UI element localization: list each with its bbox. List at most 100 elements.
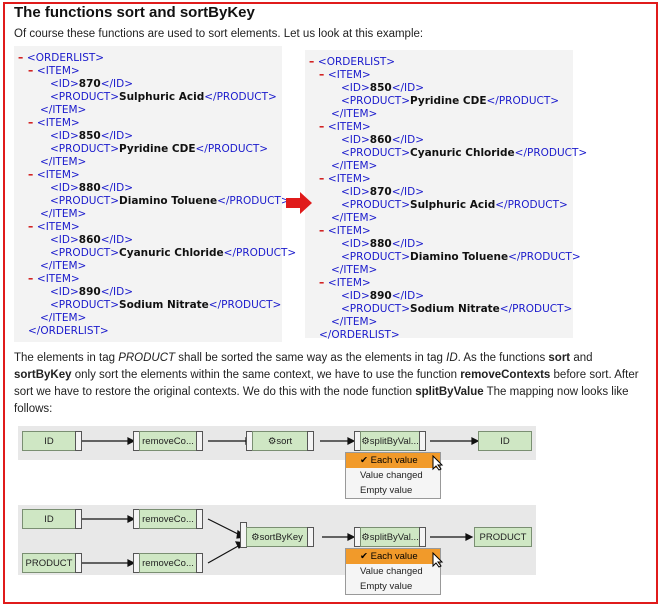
collapse-toggle[interactable]: – — [319, 277, 328, 289]
menu-item-empty-value[interactable]: Empty value — [360, 485, 413, 496]
sort-by-key-label: sortByKey — [259, 531, 303, 543]
xml-line: </ITEM> — [40, 312, 87, 324]
xml-line: </ITEM> — [40, 104, 87, 116]
xml-line: – <ITEM> — [319, 277, 371, 289]
xml-line: </ITEM> — [40, 208, 87, 220]
collapse-toggle[interactable]: – — [28, 65, 37, 77]
port[interactable] — [75, 553, 82, 573]
collapse-toggle[interactable]: – — [309, 56, 318, 68]
source-node-id[interactable]: ID — [22, 509, 76, 529]
xml-line: <ID>870</ID> — [341, 186, 425, 198]
xml-line: <ID>860</ID> — [341, 134, 425, 146]
collapse-toggle[interactable]: – — [28, 273, 37, 285]
source-node-product[interactable]: PRODUCT — [22, 553, 76, 573]
xml-line: – <ITEM> — [28, 117, 80, 129]
collapse-toggle[interactable]: – — [28, 117, 37, 129]
menu-item-each-value[interactable]: ✔ Each value — [346, 549, 440, 564]
split-by-value-node[interactable]: ⚙splitByVal... — [360, 431, 420, 451]
xml-line: <PRODUCT>Sulphuric Acid</PRODUCT> — [50, 91, 277, 103]
port[interactable] — [307, 527, 314, 547]
split-by-value-node[interactable]: ⚙splitByVal... — [360, 527, 420, 547]
intro-text: Of course these functions are used to so… — [14, 28, 424, 40]
gear-icon: ⚙ — [361, 531, 370, 543]
collapse-toggle[interactable]: – — [319, 69, 328, 81]
xml-line: </ITEM> — [331, 212, 378, 224]
xml-line: <PRODUCT>Cyanuric Chloride</PRODUCT> — [50, 247, 297, 259]
xml-before: – <ORDERLIST>– <ITEM><ID>870</ID><PRODUC… — [14, 46, 296, 342]
xml-line: – <ITEM> — [28, 169, 80, 181]
xml-line: – <ITEM> — [319, 69, 371, 81]
split-node-label: splitByVal... — [369, 531, 419, 543]
xml-line: </ITEM> — [331, 160, 378, 172]
page-title: The functions sort and sortByKey — [14, 4, 255, 21]
gear-icon: ⚙ — [251, 531, 260, 543]
remove-contexts-node[interactable]: removeCo... — [139, 431, 197, 451]
xml-line: <PRODUCT>Pyridine CDE</PRODUCT> — [50, 143, 269, 155]
xml-line: – <ITEM> — [28, 221, 80, 233]
port[interactable] — [196, 431, 203, 451]
xml-line: <PRODUCT>Sulphuric Acid</PRODUCT> — [341, 199, 568, 211]
gear-icon: ⚙ — [361, 435, 370, 447]
remove-contexts-node[interactable]: removeCo... — [139, 553, 197, 573]
xml-line: </ITEM> — [331, 108, 378, 120]
collapse-toggle[interactable]: – — [319, 121, 328, 133]
xml-line: </ITEM> — [331, 316, 378, 328]
xml-line: <PRODUCT>Cyanuric Chloride</PRODUCT> — [341, 147, 588, 159]
collapse-toggle[interactable]: – — [28, 169, 37, 181]
xml-line: <ID>890</ID> — [50, 286, 134, 298]
port[interactable] — [196, 553, 203, 573]
xml-line: – <ITEM> — [319, 121, 371, 133]
target-node-id[interactable]: ID — [478, 431, 532, 451]
xml-line: <ID>880</ID> — [50, 182, 134, 194]
xml-line: <PRODUCT>Diamino Toluene</PRODUCT> — [50, 195, 290, 207]
collapse-toggle[interactable]: – — [319, 225, 328, 237]
xml-after: – <ORDERLIST>– <ITEM><ID>850</ID><PRODUC… — [305, 50, 587, 341]
collapse-toggle[interactable]: – — [18, 52, 27, 64]
xml-line: </ITEM> — [331, 264, 378, 276]
sort-by-key-node[interactable]: ⚙sortByKey — [246, 527, 308, 547]
xml-line: – <ITEM> — [28, 273, 80, 285]
sort-node-label: sort — [276, 435, 293, 447]
xml-line: <ID>850</ID> — [50, 130, 134, 142]
port[interactable] — [196, 509, 203, 529]
xml-line: <PRODUCT>Diamino Toluene</PRODUCT> — [341, 251, 581, 263]
xml-line: <PRODUCT>Sodium Nitrate</PRODUCT> — [50, 299, 282, 311]
xml-line: </ORDERLIST> — [28, 325, 109, 337]
split-mode-menu-2: ✔ Each value Value changed Empty value — [345, 548, 441, 595]
right-arrow-icon — [286, 192, 312, 214]
source-node-id[interactable]: ID — [22, 431, 76, 451]
xml-line: </ORDERLIST> — [319, 329, 400, 341]
port[interactable] — [419, 431, 426, 451]
mouse-cursor-icon — [432, 552, 444, 568]
xml-line: <ID>860</ID> — [50, 234, 134, 246]
split-node-label: splitByVal... — [369, 435, 419, 447]
xml-line: <ID>870</ID> — [50, 78, 134, 90]
mouse-cursor-icon — [432, 455, 444, 471]
menu-item-value-changed[interactable]: Value changed — [360, 470, 423, 481]
menu-item-empty-value[interactable]: Empty value — [360, 581, 413, 592]
remove-contexts-node[interactable]: removeCo... — [139, 509, 197, 529]
xml-line: <ID>850</ID> — [341, 82, 425, 94]
collapse-toggle[interactable]: – — [28, 221, 37, 233]
xml-line: <PRODUCT>Sodium Nitrate</PRODUCT> — [341, 303, 573, 315]
port[interactable] — [419, 527, 426, 547]
port[interactable] — [307, 431, 314, 451]
explanation-text: The elements in tag PRODUCT shall be sor… — [14, 352, 639, 415]
split-mode-menu-1: ✔ Each value Value changed Empty value — [345, 452, 441, 499]
menu-item-each-value[interactable]: ✔ Each value — [346, 453, 440, 468]
sort-node[interactable]: ⚙ sort — [252, 431, 308, 451]
gear-icon: ⚙ — [267, 435, 277, 447]
port[interactable] — [75, 509, 82, 529]
xml-line: </ITEM> — [40, 260, 87, 272]
xml-line: – <ITEM> — [28, 65, 80, 77]
menu-item-value-changed[interactable]: Value changed — [360, 566, 423, 577]
xml-line: – <ORDERLIST> — [309, 56, 396, 68]
diagram-2-connectors — [82, 515, 474, 567]
xml-line: <ID>880</ID> — [341, 238, 425, 250]
xml-line: <PRODUCT>Pyridine CDE</PRODUCT> — [341, 95, 560, 107]
target-node-product[interactable]: PRODUCT — [474, 527, 532, 547]
collapse-toggle[interactable]: – — [319, 173, 328, 185]
port[interactable] — [75, 431, 82, 451]
xml-line: – <ORDERLIST> — [18, 52, 105, 64]
xml-line: – <ITEM> — [319, 173, 371, 185]
